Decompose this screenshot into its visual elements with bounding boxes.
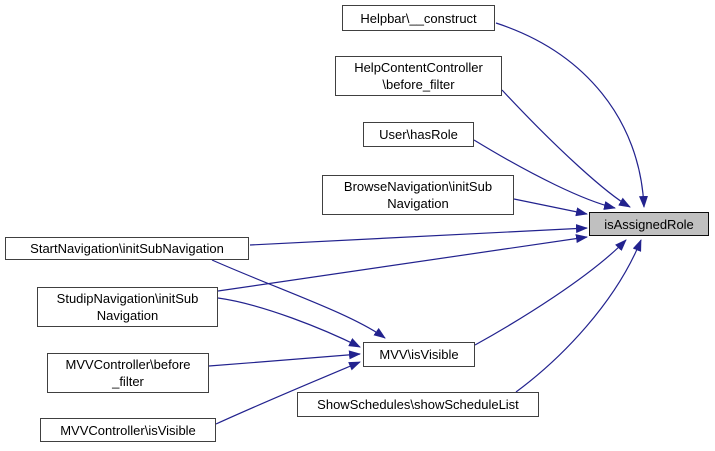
- node-isassignedrole[interactable]: isAssignedRole: [589, 212, 709, 236]
- node-showschedules-showschedulelist[interactable]: ShowSchedules\showScheduleList: [297, 392, 539, 417]
- edge-studip-initsubnav-to-isassignedrole: [217, 234, 588, 292]
- node-mvvcontroller-isvisible[interactable]: MVVController\isVisible: [40, 418, 216, 442]
- node-studip-initsubnav[interactable]: StudipNavigation\initSub Navigation: [37, 287, 218, 327]
- edge-start-initsubnav-to-isassignedrole: [249, 224, 588, 246]
- node-label: User\hasRole: [379, 127, 458, 142]
- node-label: isAssignedRole: [604, 216, 694, 232]
- edge-helpbar-construct-to-isassignedrole: [495, 22, 648, 208]
- node-label: BrowseNavigation\initSub Navigation: [343, 179, 493, 211]
- edge-browse-initsubnav-to-isassignedrole: [513, 198, 588, 217]
- edge-showschedules-to-isassignedrole: [515, 239, 642, 393]
- node-helpbar-construct[interactable]: Helpbar\__construct: [342, 5, 495, 31]
- node-label: StudipNavigation\initSub Navigation: [56, 291, 199, 323]
- node-label: ShowSchedules\showScheduleList: [317, 397, 519, 412]
- node-label: StartNavigation\initSubNavigation: [30, 241, 224, 256]
- node-helpcontent-before-filter[interactable]: HelpContentController \before_filter: [335, 56, 502, 96]
- node-label: HelpContentController \before_filter: [354, 60, 483, 92]
- edge-mvvcontroller-before-filter-to-mvv-isvisible: [208, 350, 361, 367]
- node-label: Helpbar\__construct: [360, 10, 477, 26]
- node-mvv-isvisible[interactable]: MVV\isVisible: [363, 342, 475, 367]
- node-label: MVVController\before _filter: [65, 357, 191, 389]
- edge-mvvcontroller-isvisible-to-mvv-isvisible: [215, 361, 361, 425]
- edge-start-initsubnav-to-mvv-isvisible: [211, 259, 386, 339]
- edge-user-hasrole-to-isassignedrole: [473, 139, 616, 210]
- node-mvvcontroller-before-filter[interactable]: MVVController\before _filter: [47, 353, 209, 393]
- node-user-hasrole[interactable]: User\hasRole: [363, 122, 474, 147]
- node-start-initsubnav[interactable]: StartNavigation\initSubNavigation: [5, 237, 249, 260]
- node-label: MVVController\isVisible: [60, 422, 196, 438]
- edge-helpcontent-before-filter-to-isassignedrole: [501, 89, 631, 208]
- edge-studip-initsubnav-to-mvv-isvisible: [217, 297, 361, 348]
- edge-mvv-isvisible-to-isassignedrole: [474, 239, 627, 346]
- node-label: MVV\isVisible: [379, 347, 459, 362]
- node-browse-initsubnav[interactable]: BrowseNavigation\initSub Navigation: [322, 175, 514, 215]
